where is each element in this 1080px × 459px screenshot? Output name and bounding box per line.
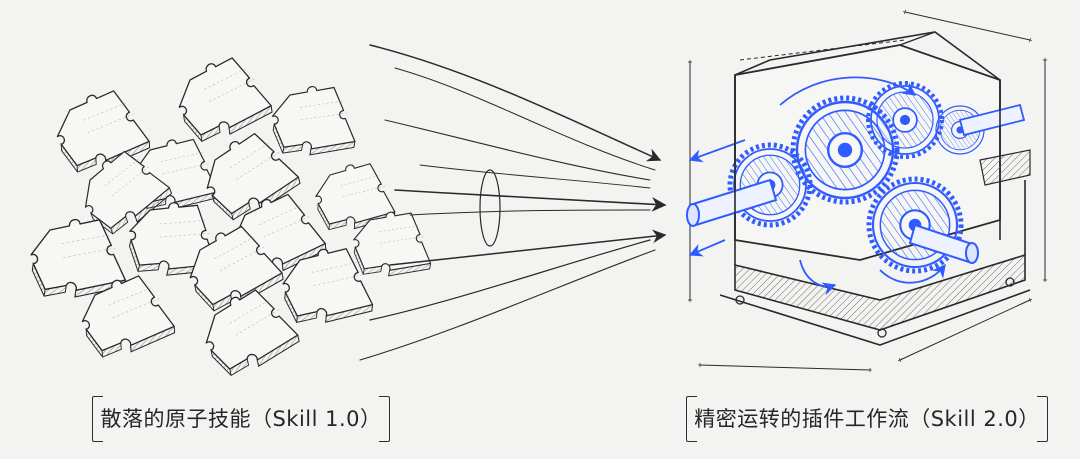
flow-line — [419, 164, 651, 189]
dimension-lines — [687, 9, 1048, 373]
bolt-hole — [877, 328, 887, 338]
motion-arrows — [688, 76, 946, 296]
caption-bracket-right — [379, 396, 390, 442]
flow-arrow — [369, 44, 662, 162]
caption-text: 精密运转的插件工作流（Skill 2.0） — [694, 407, 1040, 431]
bolt-hole — [1005, 277, 1015, 287]
caption-skill-2: 精密运转的插件工作流（Skill 2.0） — [686, 396, 1048, 442]
flow-line — [394, 67, 656, 171]
caption-bracket-right — [1037, 396, 1048, 442]
caption-skill-1: 散落的原子技能（Skill 1.0） — [92, 396, 390, 442]
caption-text: 散落的原子技能（Skill 1.0） — [100, 407, 382, 431]
flow-line — [409, 209, 651, 216]
scattered-puzzle-pieces — [24, 52, 440, 380]
shafts — [686, 103, 1026, 264]
caption-bracket-left — [92, 396, 103, 442]
funnel-ring — [479, 169, 501, 247]
gearbox-base — [734, 253, 1026, 331]
flow-arrow — [394, 189, 667, 212]
bolt-hole — [735, 295, 745, 305]
puzzle-piece — [265, 77, 365, 166]
gear — [870, 85, 940, 155]
gearbox-mechanism — [686, 9, 1048, 373]
flow-arrow — [389, 229, 667, 266]
puzzle-piece — [172, 52, 276, 145]
flow-arrows — [359, 44, 667, 361]
flow-line — [359, 249, 656, 361]
caption-bracket-left — [686, 396, 697, 442]
flow-line — [384, 119, 651, 181]
flow-line — [369, 239, 651, 321]
